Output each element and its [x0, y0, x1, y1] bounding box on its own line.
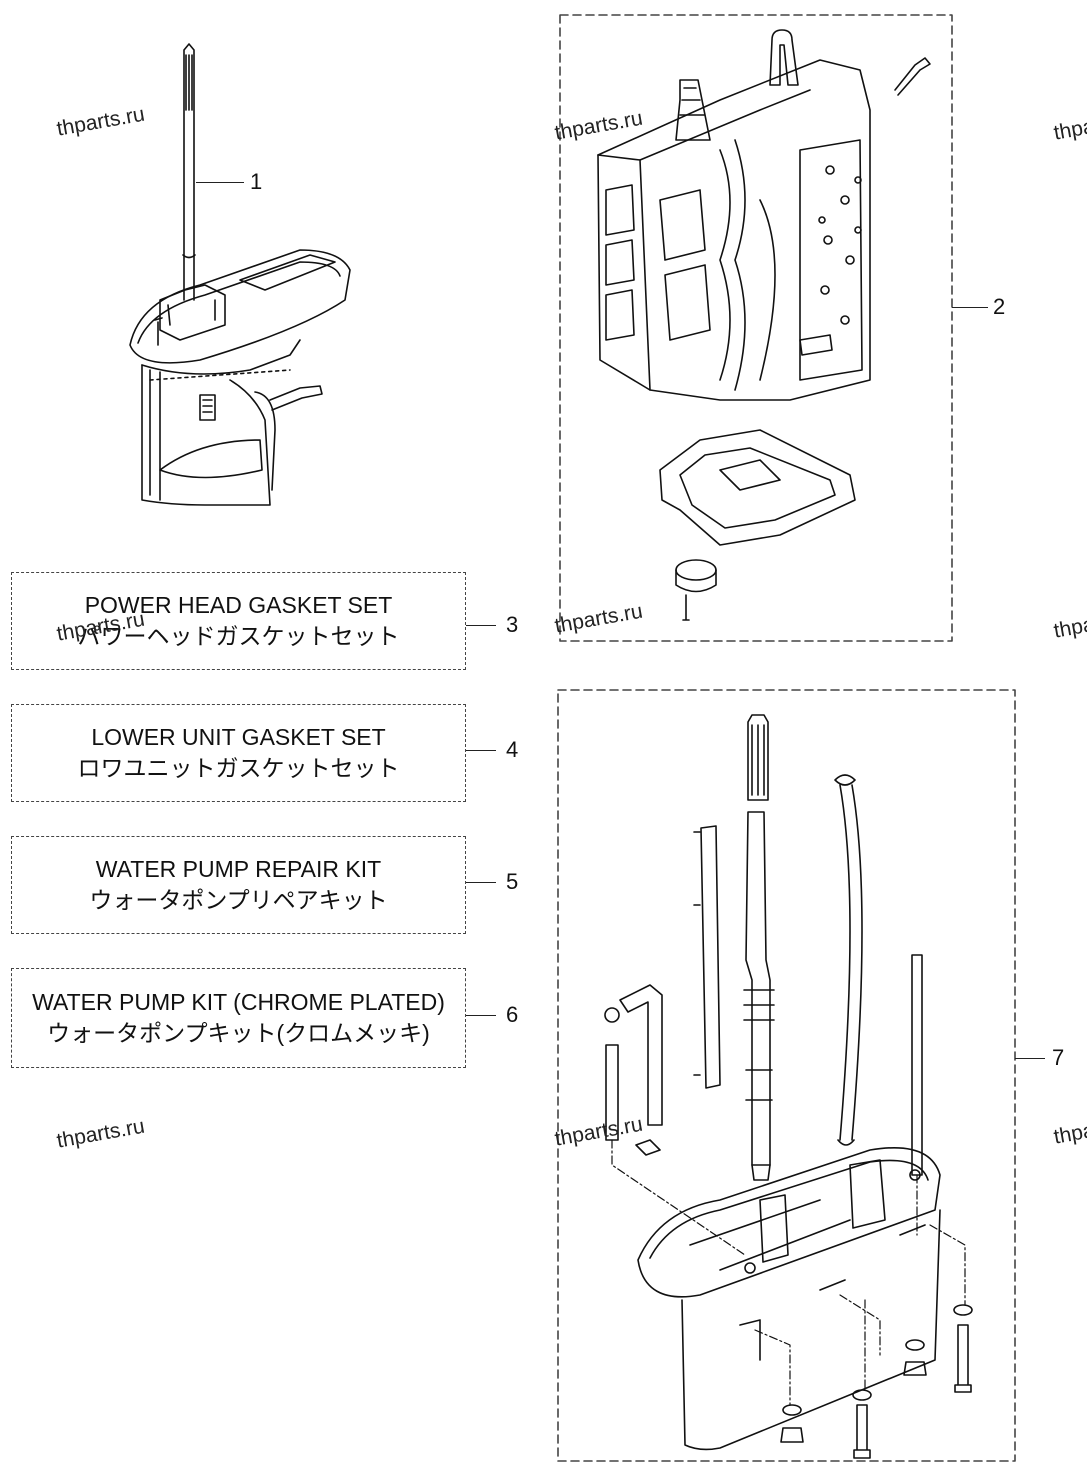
- callout-5: 5: [506, 869, 519, 894]
- leader-line-4: [466, 750, 496, 751]
- kit-label-jp: ロワユニットガスケットセット: [77, 755, 400, 781]
- kit-label-jp: ウォータポンプリペアキット: [89, 887, 388, 913]
- callout-1: 1: [250, 169, 263, 194]
- leader-line-6: [466, 1015, 496, 1016]
- kit-label-jp: パワーヘッドガスケットセット: [77, 623, 400, 649]
- kit-label-en: WATER PUMP KIT (CHROME PLATED): [32, 989, 445, 1015]
- power-head-group-frame: [559, 14, 953, 642]
- leader-line-7: [1015, 1058, 1045, 1059]
- kit-box-power-head-gasket: POWER HEAD GASKET SET パワーヘッドガスケットセット: [11, 572, 466, 670]
- kit-box-lower-unit-gasket: LOWER UNIT GASKET SET ロワユニットガスケットセット: [11, 704, 466, 802]
- callout-3: 3: [506, 612, 519, 637]
- kit-label-jp: ウォータポンプキット(クロムメッキ): [47, 1020, 430, 1046]
- kit-box-water-pump-repair: WATER PUMP REPAIR KIT ウォータポンプリペアキット: [11, 836, 466, 934]
- leader-line-1: [196, 182, 244, 183]
- kit-label-en: POWER HEAD GASKET SET: [84, 592, 393, 618]
- leader-line-2: [952, 307, 988, 308]
- callout-4: 4: [506, 737, 519, 762]
- kit-box-water-pump-chrome: WATER PUMP KIT (CHROME PLATED) ウォータポンプキッ…: [11, 968, 466, 1068]
- leader-line-5: [466, 882, 496, 883]
- pump-kit-group-frame: [557, 689, 1016, 1462]
- kit-label-en: LOWER UNIT GASKET SET: [91, 724, 386, 750]
- lower-unit-drawing: [129, 43, 351, 506]
- callout-2: 2: [993, 294, 1006, 319]
- kit-label-en: WATER PUMP REPAIR KIT: [95, 856, 382, 882]
- callout-7: 7: [1052, 1045, 1065, 1070]
- leader-line-3: [466, 625, 496, 626]
- power-head-drawing: [597, 29, 931, 621]
- callout-6: 6: [506, 1002, 519, 1027]
- pump-kit-drawing: [604, 714, 973, 1459]
